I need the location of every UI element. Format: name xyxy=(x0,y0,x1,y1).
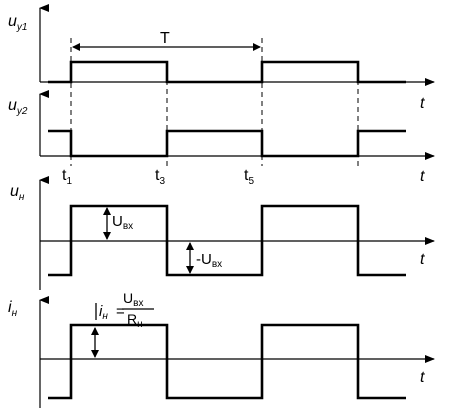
un-label: uн xyxy=(10,183,25,203)
uy1-signal xyxy=(48,60,406,84)
current-formula-denominator: Rн xyxy=(127,311,143,330)
time-mark-t1: t1 xyxy=(62,167,72,187)
neg-uvx-label: -Uвх xyxy=(196,251,222,270)
un-t-label: t xyxy=(420,251,425,268)
time-mark-t5: t5 xyxy=(244,167,254,187)
in-t-label: t xyxy=(420,369,425,386)
uy2-t-label: t xyxy=(420,168,425,185)
uy2-signal xyxy=(48,129,406,158)
panel-un: uн t Uвх -Uвх xyxy=(10,176,435,290)
panel-uy2: uy2 t xyxy=(8,90,435,185)
time-mark-t3: t3 xyxy=(155,167,165,187)
in-label: iн xyxy=(8,299,18,319)
current-formula-numerator: Uвх xyxy=(123,290,143,309)
un-signal xyxy=(48,204,406,277)
uy2-label: uy2 xyxy=(8,97,28,117)
uy1-label: uy1 xyxy=(8,13,27,33)
uvx-label: Uвх xyxy=(112,213,133,232)
current-formula-eq: = xyxy=(116,303,125,320)
uy1-t-label: t xyxy=(420,95,425,112)
current-formula-lhs: iн xyxy=(99,303,108,322)
panel-in: iн t iн = Uвх Rн xyxy=(8,290,435,408)
panel-uy1: uy1 t T xyxy=(8,4,435,112)
in-signal xyxy=(48,323,406,400)
period-label: T xyxy=(160,30,170,47)
